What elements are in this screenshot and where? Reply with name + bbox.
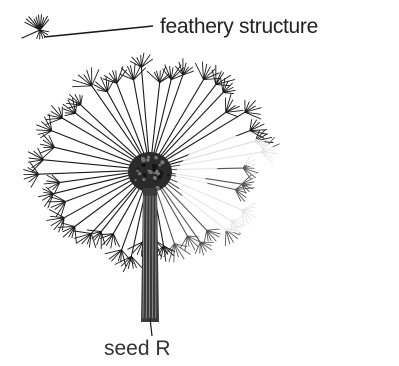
seed-stalk-line [107, 92, 145, 161]
dandelion-stalk [141, 188, 159, 322]
label-pointer-line [44, 26, 153, 37]
seed-stalk-line [76, 113, 143, 163]
detached-feathery-seed [22, 15, 49, 39]
seed-r-label: seed R [104, 337, 171, 361]
seed-stalk-line [117, 83, 147, 160]
feathery-structure-label: feathery structure [160, 15, 318, 39]
